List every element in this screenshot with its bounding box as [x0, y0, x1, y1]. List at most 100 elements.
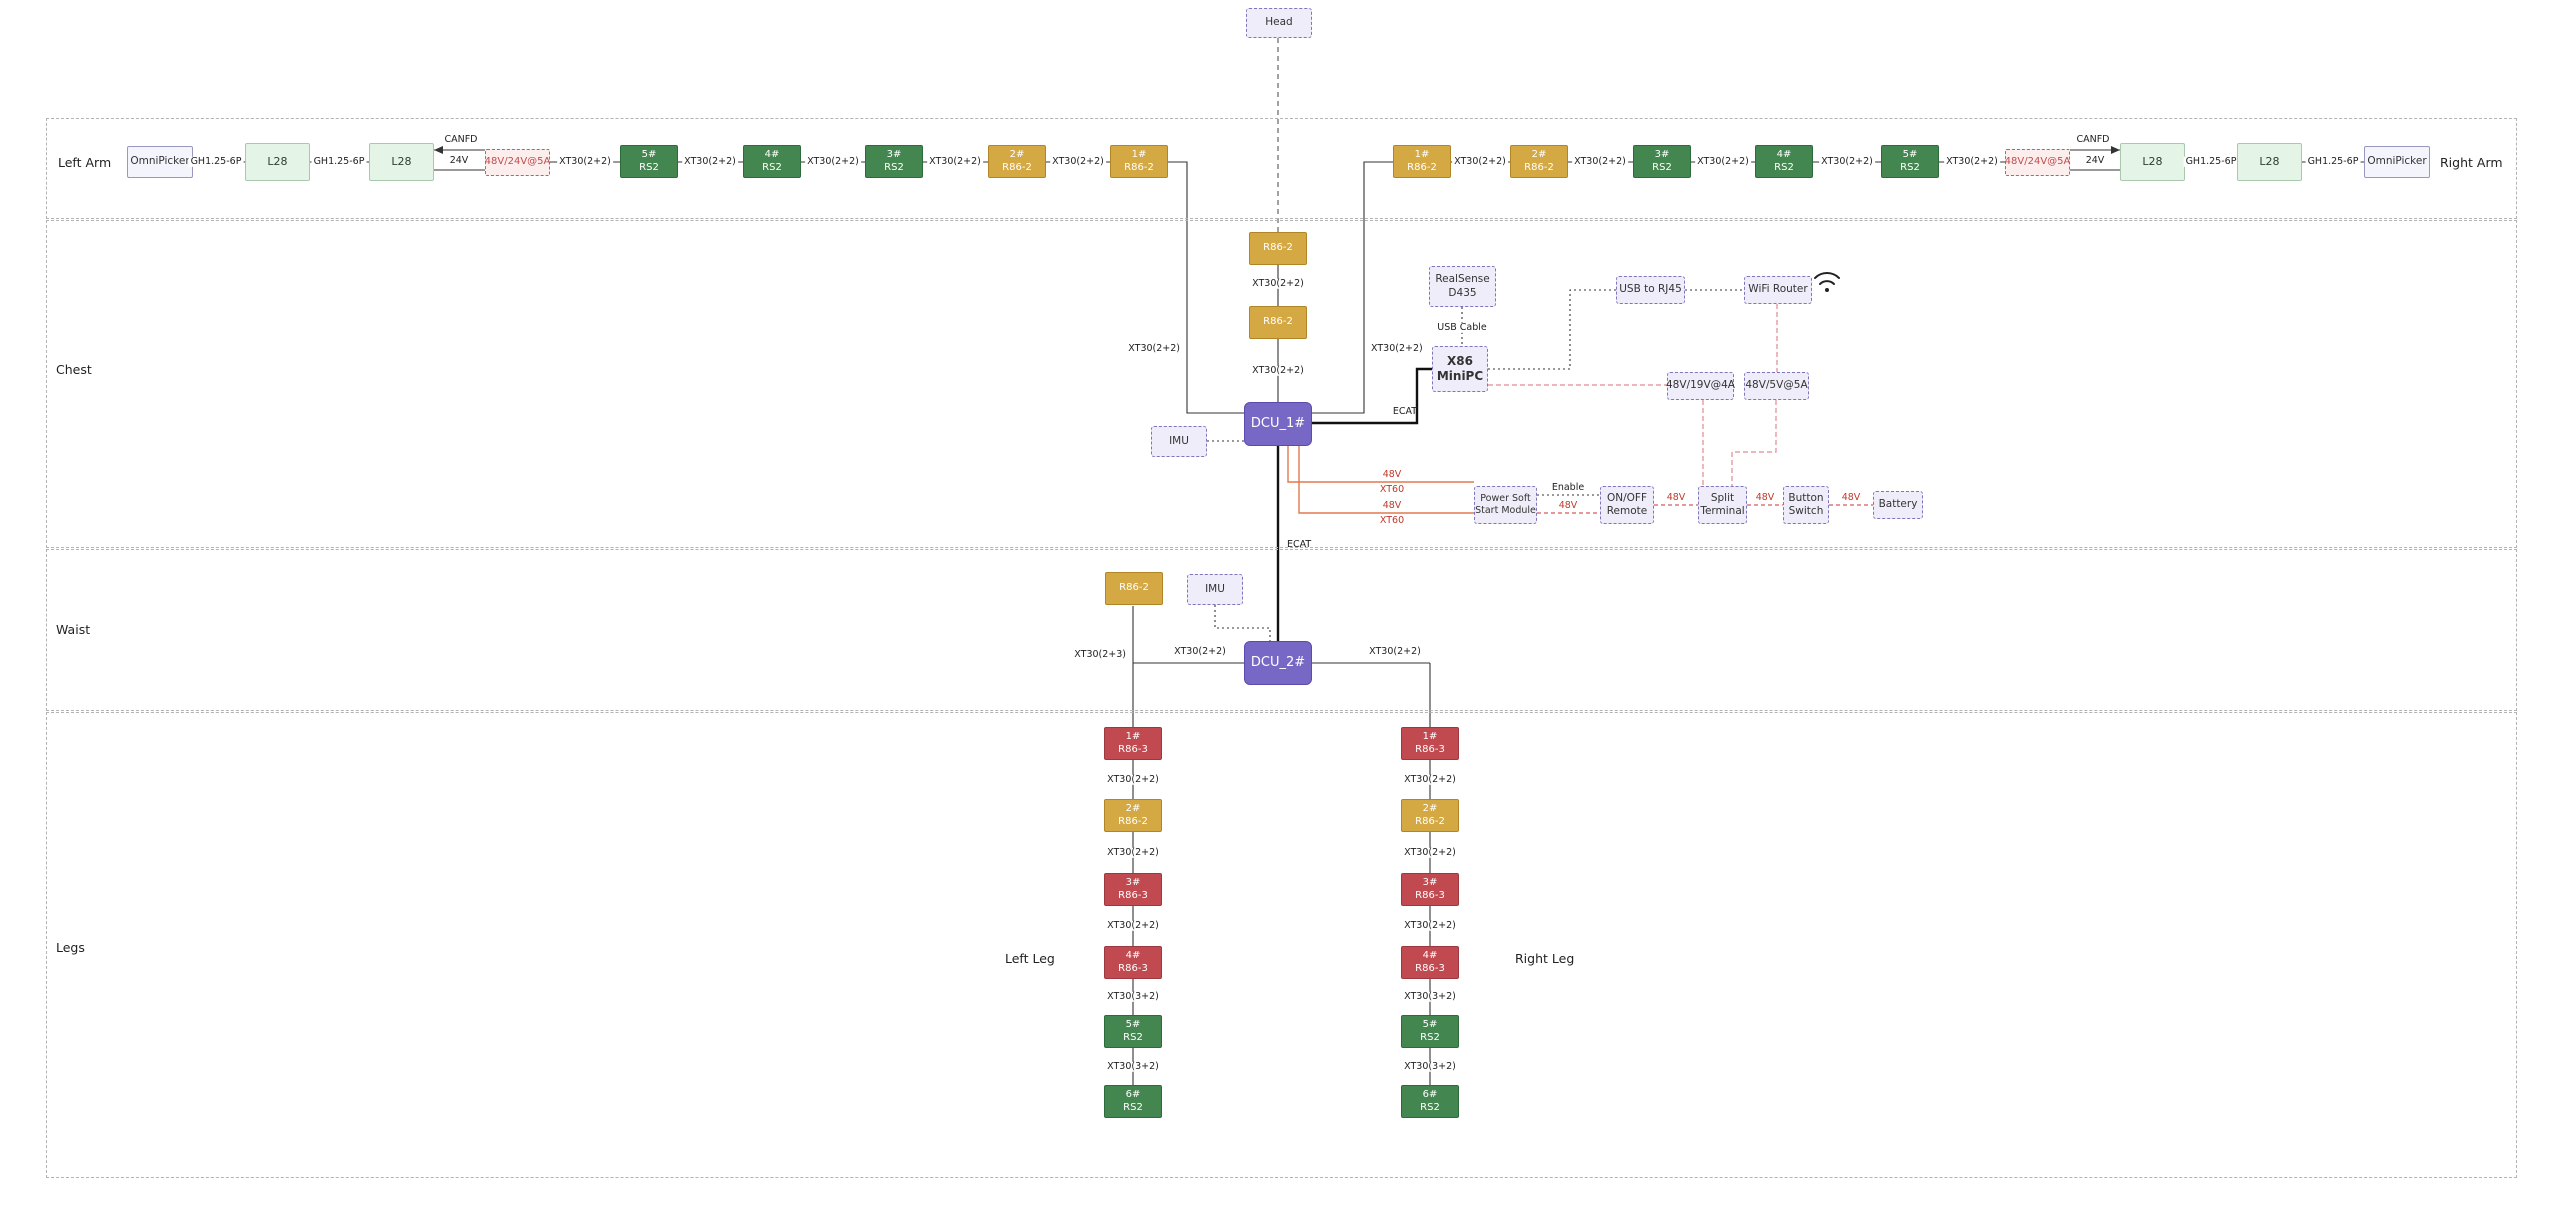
dcu-2: DCU_2#	[1244, 641, 1312, 685]
connector-label: XT30(2+2)	[557, 155, 613, 168]
48v-label: 48V	[1382, 499, 1402, 511]
motor-model: R86-3	[1118, 743, 1148, 755]
onoff-line1: ON/OFF	[1606, 491, 1647, 504]
motor-model: RS2	[1123, 1101, 1143, 1113]
motor-model: RS2	[1420, 1031, 1440, 1043]
xt60-label: XT60	[1379, 514, 1405, 526]
connector-label: XT30(2+2)	[1369, 645, 1421, 657]
motor-right-arm-2: 2# R86-2	[1510, 145, 1568, 178]
motor-num: 3#	[1125, 877, 1141, 888]
x86-minipc: X86 MiniPC	[1432, 346, 1488, 392]
connector-label: XT30(2+2)	[1402, 919, 1458, 932]
connector-label: XT30(2+2)	[1250, 364, 1306, 377]
canfd-label: CANFD	[2076, 133, 2110, 145]
ecat-lines	[1276, 367, 1432, 641]
motor-num: 6#	[1125, 1089, 1141, 1100]
48v-label: 48V	[1841, 491, 1861, 503]
split-line2: Terminal	[1700, 505, 1745, 517]
enable-label: Enable	[1551, 481, 1585, 493]
dcu-1: DCU_1#	[1244, 402, 1312, 446]
motor-right-arm-1: 1# R86-2	[1393, 145, 1451, 178]
onoff-line2: Remote	[1606, 505, 1648, 517]
psu-left-arm: 48V/24V@5A	[485, 149, 550, 176]
button-line1: Button	[1788, 491, 1824, 504]
section-frame-arms	[46, 118, 2517, 219]
omnipicker-left: OmniPicker	[127, 146, 193, 178]
connector-label: XT30(2+2)	[1402, 846, 1458, 859]
motor-model: RS2	[1900, 161, 1920, 173]
motor-num: 4#	[1422, 950, 1438, 961]
motor-num: 5#	[1125, 1019, 1141, 1030]
motor-right-arm-5: 5# RS2	[1881, 145, 1939, 178]
psu-right-arm: 48V/24V@5A	[2005, 149, 2070, 176]
motor-model: RS2	[884, 161, 904, 173]
button-switch: Button Switch	[1783, 486, 1829, 524]
motor-model: RS2	[639, 161, 659, 173]
48v-label: 48V	[1558, 499, 1578, 511]
motor-right-arm-4: 4# RS2	[1755, 145, 1813, 178]
motor-left-arm-4: 4# RS2	[743, 145, 801, 178]
power-soft-line2: Start Module	[1475, 505, 1536, 516]
48v-label: 48V	[1382, 468, 1402, 480]
motor-left-leg-4: 4# R86-3	[1104, 946, 1162, 979]
power-soft-line1: Power Soft	[1480, 493, 1531, 505]
motor-num: 3#	[1654, 149, 1670, 160]
connector-label: XT30(3+2)	[1402, 990, 1458, 1003]
motor-left-arm-5: 5# RS2	[620, 145, 678, 178]
connector-label: XT30(2+2)	[1105, 846, 1161, 859]
realsense-model: D435	[1448, 286, 1477, 299]
battery-48v-lines	[1537, 504, 1873, 514]
motor-model: R86-2	[1524, 161, 1554, 173]
48v-label: 48V	[1755, 491, 1775, 503]
head-node: Head	[1246, 8, 1312, 38]
motor-right-leg-6: 6# RS2	[1401, 1085, 1459, 1118]
motor-num: 6#	[1422, 1089, 1438, 1100]
motor-num: 2#	[1422, 803, 1438, 814]
motor-model: R86-3	[1415, 889, 1445, 901]
48v-label: 48V	[1666, 491, 1686, 503]
connector-label: XT30(2+2)	[1402, 773, 1458, 786]
section-frame-waist	[46, 549, 2517, 711]
connector-label: XT30(2+2)	[1250, 277, 1306, 290]
motor-num: 2#	[1125, 803, 1141, 814]
motor-left-leg-3: 3# R86-3	[1104, 873, 1162, 906]
motor-left-leg-5: 5# RS2	[1104, 1015, 1162, 1048]
motor-right-arm-3: 3# RS2	[1633, 145, 1691, 178]
motor-left-leg-6: 6# RS2	[1104, 1085, 1162, 1118]
realsense-camera: RealSense D435	[1429, 266, 1496, 307]
battery: Battery	[1873, 491, 1923, 519]
connector-label: XT30(2+2)	[1105, 919, 1161, 932]
waist-motor: R86-2	[1105, 572, 1163, 605]
neck-motor-2: R86-2	[1249, 306, 1307, 339]
ecat-label: ECAT	[1392, 405, 1418, 417]
motor-model: R86-3	[1118, 889, 1148, 901]
power-48v-link-lines	[1488, 304, 1778, 486]
motor-left-leg-1: 1# R86-3	[1104, 727, 1162, 760]
motor-model: R86-2	[1118, 815, 1148, 827]
motor-model: R86-3	[1415, 962, 1445, 974]
ecat-label: ECAT	[1287, 538, 1312, 550]
motor-num: 3#	[886, 149, 902, 160]
button-line2: Switch	[1788, 505, 1824, 517]
wifi-router: WiFi Router	[1744, 276, 1812, 304]
motor-left-arm-2: 2# R86-2	[988, 145, 1046, 178]
connector-label: XT30(2+2)	[1371, 342, 1423, 354]
connector-label: GH1.25-6P	[311, 155, 367, 168]
connector-label: XT30(2+2)	[1695, 155, 1751, 168]
connector-label: XT30(2+2)	[1819, 155, 1875, 168]
connector-label: GH1.25-6P	[2305, 155, 2361, 168]
usb-dotted-lines	[1207, 289, 1744, 641]
motor-model: R86-2	[1124, 161, 1154, 173]
connector-label: XT30(2+2)	[805, 155, 861, 168]
section-label-right-arm: Right Arm	[2440, 155, 2503, 170]
l28-left-outer: L28	[245, 143, 310, 181]
motor-left-arm-1: 1# R86-2	[1110, 145, 1168, 178]
connector-label: XT30(3+2)	[1402, 1060, 1458, 1073]
usb-to-rj45: USB to RJ45	[1616, 276, 1685, 304]
motor-left-arm-3: 3# RS2	[865, 145, 923, 178]
motor-num: 5#	[1902, 149, 1918, 160]
motor-model: RS2	[1652, 161, 1672, 173]
section-frame-legs	[46, 712, 2517, 1178]
connector-label: XT30(2+2)	[927, 155, 983, 168]
label-left-leg: Left Leg	[1005, 951, 1055, 966]
